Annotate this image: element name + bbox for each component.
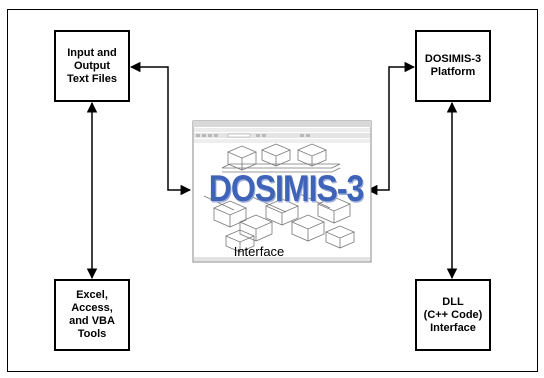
connector-platform-interface [366, 61, 416, 196]
interface-screenshot [192, 120, 372, 263]
connector-input-interface [129, 61, 192, 196]
screenshot-titlebar [193, 121, 371, 127]
interface-caption: Interface [233, 244, 285, 259]
outer-frame [7, 9, 538, 372]
dosimis-logo-text: DOSIMIS-3 [208, 167, 365, 210]
input-output-box [54, 30, 130, 102]
dll-box [415, 279, 491, 351]
platform-box [415, 30, 491, 102]
tools-box [54, 279, 130, 351]
simulation-model-drawing [203, 143, 356, 253]
